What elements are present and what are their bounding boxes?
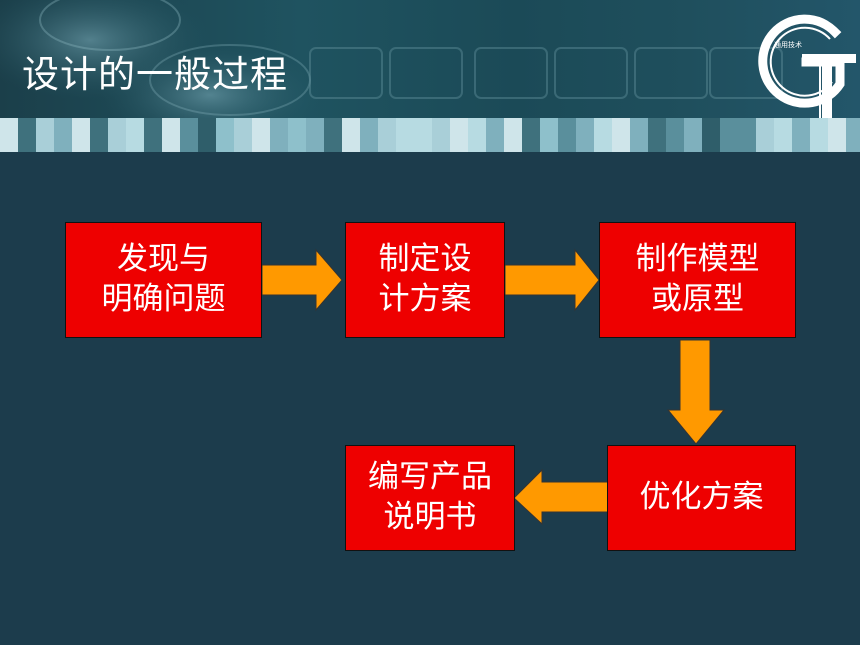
mosaic-tile [504,118,522,152]
node-label: 制作模型 或原型 [635,241,760,317]
mosaic-tile [414,118,432,152]
mosaic-tile [180,118,198,152]
mosaic-tile [90,118,108,152]
mosaic-tile [468,118,486,152]
header-banner: 设计的一般过程 通用技术 [0,0,860,152]
mosaic-tile [594,118,612,152]
arrow-identify-to-design [261,248,343,312]
node-label: 制定设 计方案 [378,241,472,317]
slide-title: 设计的一般过程 [22,53,288,96]
node-label: 编写产品 说明书 [368,459,492,535]
node-design-plan: 制定设 计方案 [345,222,505,338]
mosaic-strip [0,118,860,152]
mosaic-tile [162,118,180,152]
mosaic-tile [144,118,162,152]
mosaic-tile [522,118,540,152]
node-label: 优化方案 [639,479,764,516]
node-write-manual: 编写产品 说明书 [345,445,515,551]
arrow-design-to-model [504,248,600,312]
mosaic-tile [774,118,792,152]
node-label: 发现与 明确问题 [101,241,226,317]
mosaic-tile [288,118,306,152]
mosaic-tile [810,118,828,152]
mosaic-tile [216,118,234,152]
mosaic-tile [450,118,468,152]
mosaic-tile [558,118,576,152]
mosaic-tile [684,118,702,152]
node-build-model: 制作模型 或原型 [599,222,796,338]
arrow-model-to-optimize [666,339,726,445]
mosaic-tile [234,118,252,152]
logo-caption: 通用技术 [774,41,802,49]
mosaic-tile [432,118,450,152]
gt-logo-icon [758,14,856,120]
mosaic-tile [306,118,324,152]
node-optimize-plan: 优化方案 [607,445,796,551]
mosaic-tile [18,118,36,152]
mosaic-tile [270,118,288,152]
mosaic-tile [756,118,774,152]
mosaic-tile [612,118,630,152]
mosaic-tile [126,118,144,152]
mosaic-tile [792,118,810,152]
mosaic-tile [702,118,720,152]
mosaic-tile [630,118,648,152]
arrow-optimize-to-manual [513,468,609,526]
mosaic-tile [342,118,360,152]
mosaic-tile [576,118,594,152]
node-identify-problem: 发现与 明确问题 [65,222,262,338]
mosaic-tile [378,118,396,152]
mosaic-tile [0,118,18,152]
mosaic-tile [360,118,378,152]
mosaic-tile [198,118,216,152]
mosaic-tile [108,118,126,152]
mosaic-tile [738,118,756,152]
mosaic-tile [540,118,558,152]
mosaic-tile [252,118,270,152]
mosaic-tile [486,118,504,152]
mosaic-tile [828,118,846,152]
mosaic-tile [36,118,54,152]
mosaic-tile [648,118,666,152]
mosaic-tile [720,118,738,152]
mosaic-tile [324,118,342,152]
mosaic-tile [54,118,72,152]
mosaic-tile [846,118,860,152]
mosaic-tile [396,118,414,152]
mosaic-tile [666,118,684,152]
mosaic-tile [72,118,90,152]
